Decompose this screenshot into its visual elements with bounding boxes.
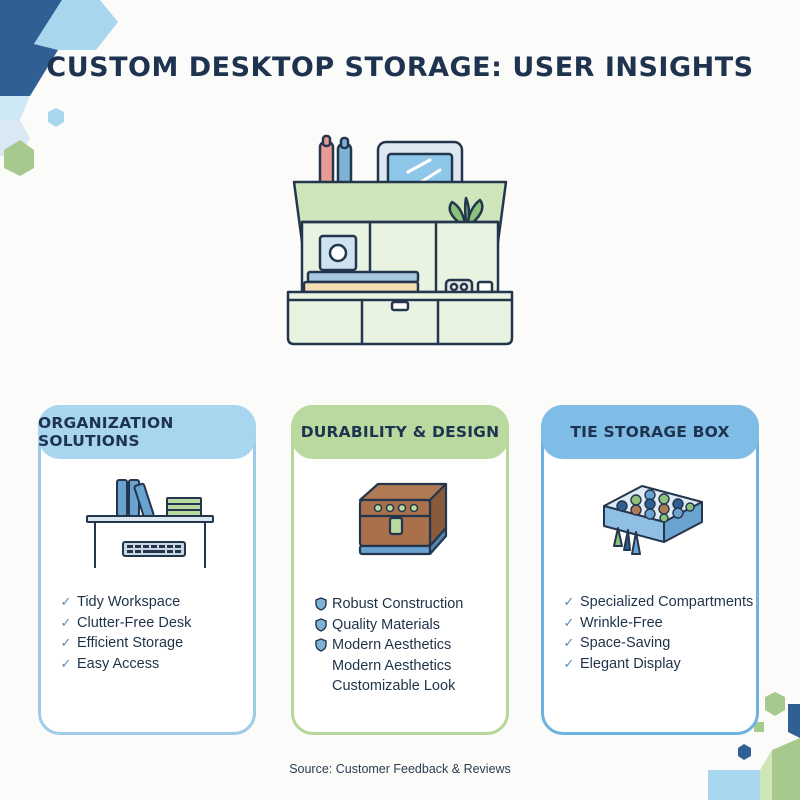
desk-with-binders-icon [86,479,214,568]
check-icon: ✓ [60,594,72,610]
card-heading: ORGANIZATION SOLUTIONS [38,405,256,459]
list-item: ✓Wrinkle-Free [558,613,748,634]
organization-solutions-card: ORGANIZATION SOLUTIONS ✓Tidy Workspace ✓… [38,405,256,735]
list-item: Robust Construction [310,594,498,615]
list-item: ✓Specialized Compartments [558,592,754,613]
check-icon: ✓ [563,594,575,610]
card-heading: TIE STORAGE BOX [541,405,759,459]
card-feature-list: Robust Construction Quality Materials Mo… [310,594,498,697]
check-icon: ✓ [563,635,575,651]
leather-box-icon [358,482,448,556]
check-icon: ✓ [60,635,72,651]
card-heading: DURABILITY & DESIGN [291,405,509,459]
source-note: Source: Customer Feedback & Reviews [289,762,511,776]
durability-design-card: DURABILITY & DESIGN Robust Construction … [291,405,509,735]
list-item: Customizable Look [332,678,456,695]
shield-icon [310,638,332,653]
list-item: Modern Aesthetics [332,657,452,674]
list-item: ✓Tidy Workspace [55,592,245,613]
check-icon: ✓ [60,614,72,630]
list-item: ✓Clutter-Free Desk [55,613,245,634]
list-item: ✓Easy Access [55,654,245,675]
tie-box-icon [603,485,703,555]
check-icon: ✓ [60,655,72,671]
check-icon: ✓ [563,614,575,630]
desk-organizer-icon [286,134,514,346]
card-feature-list: ✓Specialized Compartments ✓Wrinkle-Free … [558,592,754,675]
shield-icon [310,597,332,612]
check-icon: ✓ [563,655,575,671]
list-item: ✓Elegant Display [558,654,748,675]
shield-icon [310,617,332,632]
list-item: Quality Materials [310,615,498,636]
card-feature-list: ✓Tidy Workspace ✓Clutter-Free Desk ✓Effi… [55,592,245,674]
tie-storage-box-card: TIE STORAGE BOX ✓Specialized Compartment… [541,405,759,735]
page-title: CUSTOM DESKTOP STORAGE: USER INSIGHTS [46,52,754,83]
list-item: Modern Aesthetics [310,635,498,656]
list-item: ✓Efficient Storage [55,633,245,654]
list-item: ✓Space-Saving [558,633,748,654]
